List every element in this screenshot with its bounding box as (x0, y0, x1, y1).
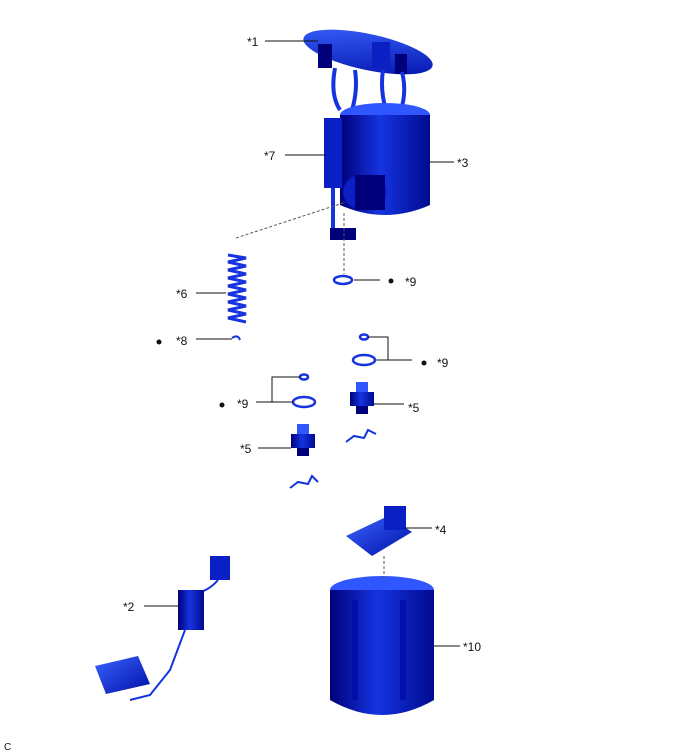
o-ring-left-large (291, 395, 317, 409)
label-4: *4 (435, 523, 447, 537)
fuel-pump-flange (303, 29, 433, 75)
bullet-dot (156, 339, 162, 345)
assembly-dashed-lines (235, 201, 385, 582)
retainer-left (289, 474, 319, 489)
label-3: *3 (457, 156, 469, 170)
bullet-dot (388, 278, 394, 284)
corner-code: C (4, 742, 11, 753)
label-8: *8 (176, 334, 188, 348)
fuel-sender-gauge (95, 556, 230, 701)
label-9-right: *9 (437, 356, 449, 370)
label-1: *1 (247, 35, 259, 49)
pump-cover (346, 506, 412, 556)
fitting-right (350, 382, 374, 414)
label-5-right: *5 (408, 401, 420, 415)
o-ring-top (332, 274, 354, 286)
label-5-left: *5 (240, 442, 252, 456)
label-6: *6 (176, 287, 188, 301)
spring (227, 253, 247, 324)
label-9-left: *9 (237, 397, 249, 411)
bullet-dot (219, 402, 225, 408)
label-10: *10 (463, 640, 481, 654)
label-9-top: *9 (405, 275, 417, 289)
o-ring-left-small (298, 373, 310, 381)
fitting-left (291, 424, 315, 456)
fuel-pump-body (340, 103, 430, 215)
fuel-pump-canister (330, 576, 434, 715)
small-clip (231, 335, 241, 341)
o-ring-right-large (351, 353, 377, 367)
o-ring-right-small (358, 333, 370, 341)
leader-lines (144, 40, 460, 647)
label-2: *2 (123, 600, 135, 614)
fuel-sender-bracket (324, 118, 356, 240)
retainer-right (345, 428, 377, 443)
label-7: *7 (264, 149, 276, 163)
bullet-dot (421, 360, 427, 366)
